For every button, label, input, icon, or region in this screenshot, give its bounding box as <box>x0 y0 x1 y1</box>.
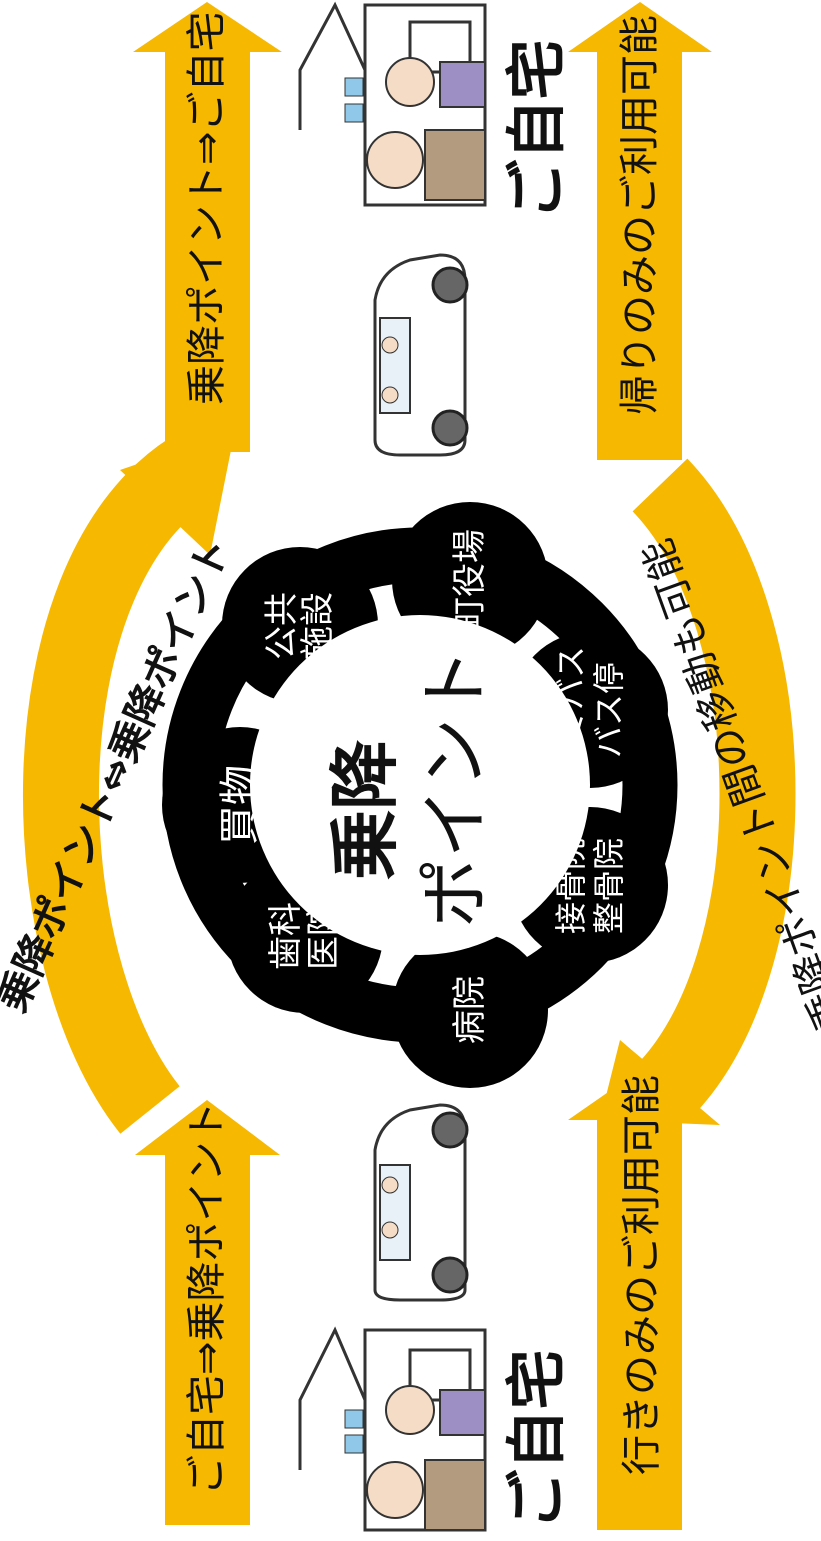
home-top-label: ご自宅 <box>502 39 573 220</box>
point-label-town-hall: 町役場 <box>445 515 495 645</box>
left-top-arrow-label: 乗降ポイント⇒ご自宅 <box>184 11 230 405</box>
point-text: 買物 <box>217 765 263 845</box>
point-label-public-facility: 公共 施設 <box>262 566 338 686</box>
curved-arrow-left <box>22 430 235 1134</box>
arrow-left-top <box>133 2 282 452</box>
point-text: 接骨院 <box>552 838 590 935</box>
curved-arrow-right <box>600 458 796 1125</box>
point-text: 病院 <box>450 976 490 1044</box>
point-text: 整骨院 <box>590 838 628 935</box>
arrow-right-bottom <box>568 1070 712 1530</box>
point-label-dental: 歯科 医院 <box>266 876 344 996</box>
point-label-shopping: 買物 <box>210 745 270 865</box>
home-bottom-label: ご自宅 <box>502 1349 573 1530</box>
point-text: 施設 <box>298 592 338 660</box>
point-text: 公共 <box>262 592 302 660</box>
point-text: 町役場 <box>450 529 490 631</box>
point-text: 医院 <box>304 902 344 970</box>
point-text: 歯科 <box>266 902 306 970</box>
point-text: コミバス <box>552 646 590 775</box>
point-label-osteopath: 接骨院 整骨院 <box>552 821 628 951</box>
car-top-illustration <box>373 253 469 457</box>
arrow-right-top <box>568 2 712 460</box>
points-ring <box>162 502 678 1088</box>
point-text: バス停 <box>590 662 628 759</box>
arrow-left-bottom <box>135 1100 280 1525</box>
point-label-bus-stop: コミバス バス停 <box>552 640 628 780</box>
center-title-line2: ポイント <box>414 648 496 928</box>
house-top-illustration <box>298 1 487 207</box>
right-bottom-arrow-label: 行きのみのご利用可能 <box>619 1075 665 1475</box>
right-top-arrow-label: 帰りのみのご利用可能 <box>617 15 663 415</box>
left-bottom-arrow-label: ご自宅⇒乗降ポイント <box>184 1101 230 1495</box>
point-label-hospital: 病院 <box>445 955 495 1065</box>
house-bottom-illustration <box>298 1326 487 1532</box>
point-circle <box>392 932 548 1088</box>
car-bottom-illustration <box>373 1103 469 1302</box>
